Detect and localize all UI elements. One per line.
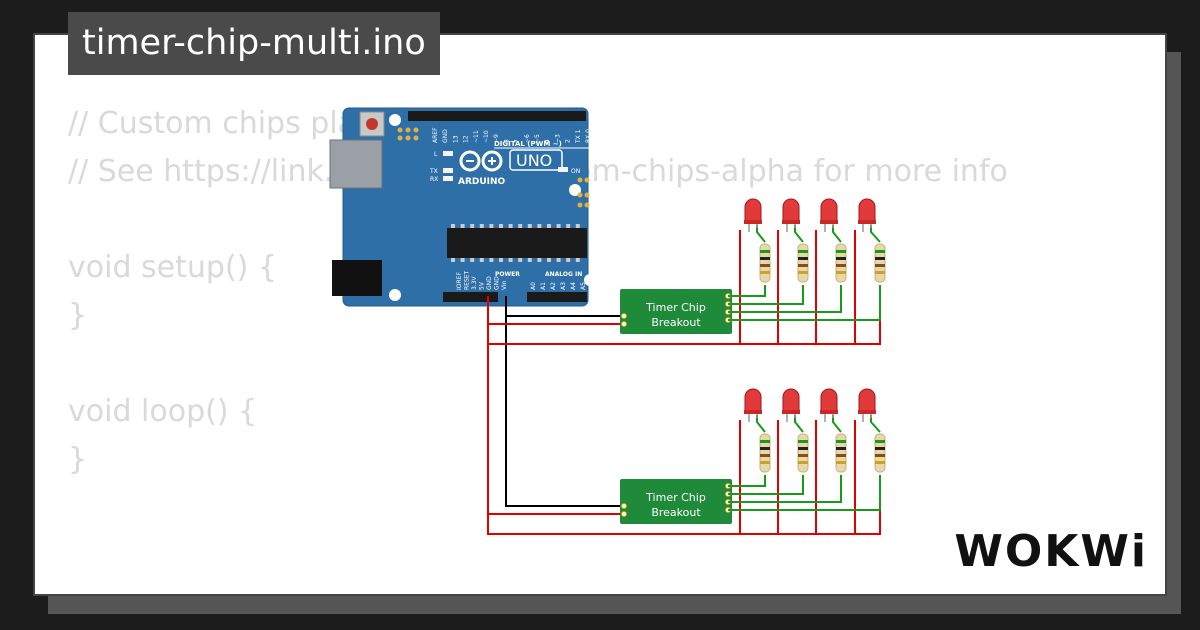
- pin-label: A5: [580, 282, 587, 290]
- resistor[interactable]: [759, 243, 771, 283]
- l-led: [443, 151, 453, 156]
- pin-label: ~3: [554, 134, 561, 143]
- red-led[interactable]: [858, 388, 876, 422]
- pin-label: 5V: [479, 281, 486, 290]
- analog-label: ANALOG IN: [545, 271, 582, 278]
- usb-port: [329, 139, 383, 189]
- resistor[interactable]: [797, 243, 809, 283]
- rx-led: [443, 176, 453, 181]
- pin-label: GND: [442, 129, 449, 143]
- pin-label: 3.3V: [471, 275, 478, 290]
- pin-label: RX 0: [585, 129, 592, 143]
- uno-badge: [509, 149, 563, 171]
- pin-label: GND: [486, 276, 493, 290]
- pin-label: 4: [544, 139, 551, 143]
- arduino-logo: [459, 150, 503, 172]
- chip-label-line2: Breakout: [651, 506, 701, 519]
- on-led-label: ON: [571, 168, 580, 175]
- pin-label: ~9: [493, 134, 500, 143]
- mount-hole: [569, 184, 581, 196]
- board-brand: ARDUINO: [458, 177, 506, 187]
- pin-label: Vin: [501, 280, 508, 290]
- digital-header-label: DIGITAL (PWM ~): [494, 140, 562, 148]
- timer-chip-breakout-2[interactable]: Timer Chip Breakout: [620, 479, 732, 524]
- pin-label: RESET: [464, 270, 471, 290]
- power-header: [443, 292, 498, 302]
- pin-label: 7: [514, 139, 521, 143]
- on-led: [558, 167, 568, 172]
- resistor[interactable]: [759, 433, 771, 473]
- code-line: void setup() {: [68, 250, 277, 285]
- code-line: }: [68, 298, 88, 333]
- chip-label-line1: Timer Chip: [645, 491, 706, 504]
- resistor[interactable]: [797, 433, 809, 473]
- pin-label: 13: [452, 135, 459, 143]
- tx-led-label: TX: [429, 168, 438, 175]
- l-led-label: L: [434, 151, 438, 158]
- mount-hole: [389, 114, 401, 126]
- digital-header: [408, 111, 586, 121]
- pin-label: A1: [540, 282, 547, 290]
- resistor[interactable]: [874, 433, 886, 473]
- resistor[interactable]: [835, 433, 847, 473]
- pin-label: ~5: [534, 134, 541, 143]
- pin-label: AREF: [432, 127, 439, 143]
- power-label: POWER: [495, 271, 520, 278]
- code-line: }: [68, 442, 88, 477]
- pin-label: A3: [560, 282, 567, 290]
- atmega-chip: [447, 228, 587, 258]
- pin-label: ~11: [473, 130, 480, 143]
- wires: [487, 230, 881, 535]
- pin-label: A2: [550, 282, 557, 290]
- red-led[interactable]: [820, 388, 838, 422]
- resistor[interactable]: [874, 243, 886, 283]
- tx-led: [443, 168, 453, 173]
- pin-label: TX 1: [575, 129, 582, 144]
- project-title: timer-chip-multi.ino: [68, 12, 440, 75]
- pin-label: 8: [503, 139, 510, 143]
- pin-label: 2: [565, 139, 572, 143]
- reset-button-cap: [366, 118, 378, 130]
- red-led[interactable]: [782, 198, 800, 232]
- pin-label: GND: [494, 276, 501, 290]
- red-led[interactable]: [858, 198, 876, 232]
- red-led[interactable]: [744, 388, 762, 422]
- mount-hole: [389, 289, 401, 301]
- red-led[interactable]: [744, 198, 762, 232]
- mcu-pins: [451, 224, 580, 262]
- red-led[interactable]: [782, 388, 800, 422]
- analog-header: [527, 292, 587, 302]
- code-line: void loop() {: [68, 394, 258, 429]
- pin-label: 12: [463, 135, 470, 143]
- icsp-header: [397, 127, 590, 208]
- chip-label-line2: Breakout: [651, 316, 701, 329]
- power-jack: [332, 260, 382, 296]
- wokwi-logo: WOKWi: [954, 526, 1148, 577]
- preview-card: [33, 33, 1167, 596]
- pin-label: ~10: [483, 130, 490, 143]
- pin-label: IOREF: [456, 272, 463, 290]
- red-led[interactable]: [820, 198, 838, 232]
- pin-label: A0: [530, 282, 537, 290]
- pin-label: A4: [570, 282, 577, 290]
- led-resistor-groups: [728, 198, 886, 511]
- timer-chip-breakout-1[interactable]: Timer Chip Breakout: [620, 289, 732, 334]
- mount-hole: [584, 274, 596, 286]
- resistor[interactable]: [835, 243, 847, 283]
- rx-led-label: RX: [430, 176, 438, 183]
- pin-label: ~6: [524, 134, 531, 143]
- chip-label-line1: Timer Chip: [645, 301, 706, 314]
- board-model: UNO: [516, 151, 552, 170]
